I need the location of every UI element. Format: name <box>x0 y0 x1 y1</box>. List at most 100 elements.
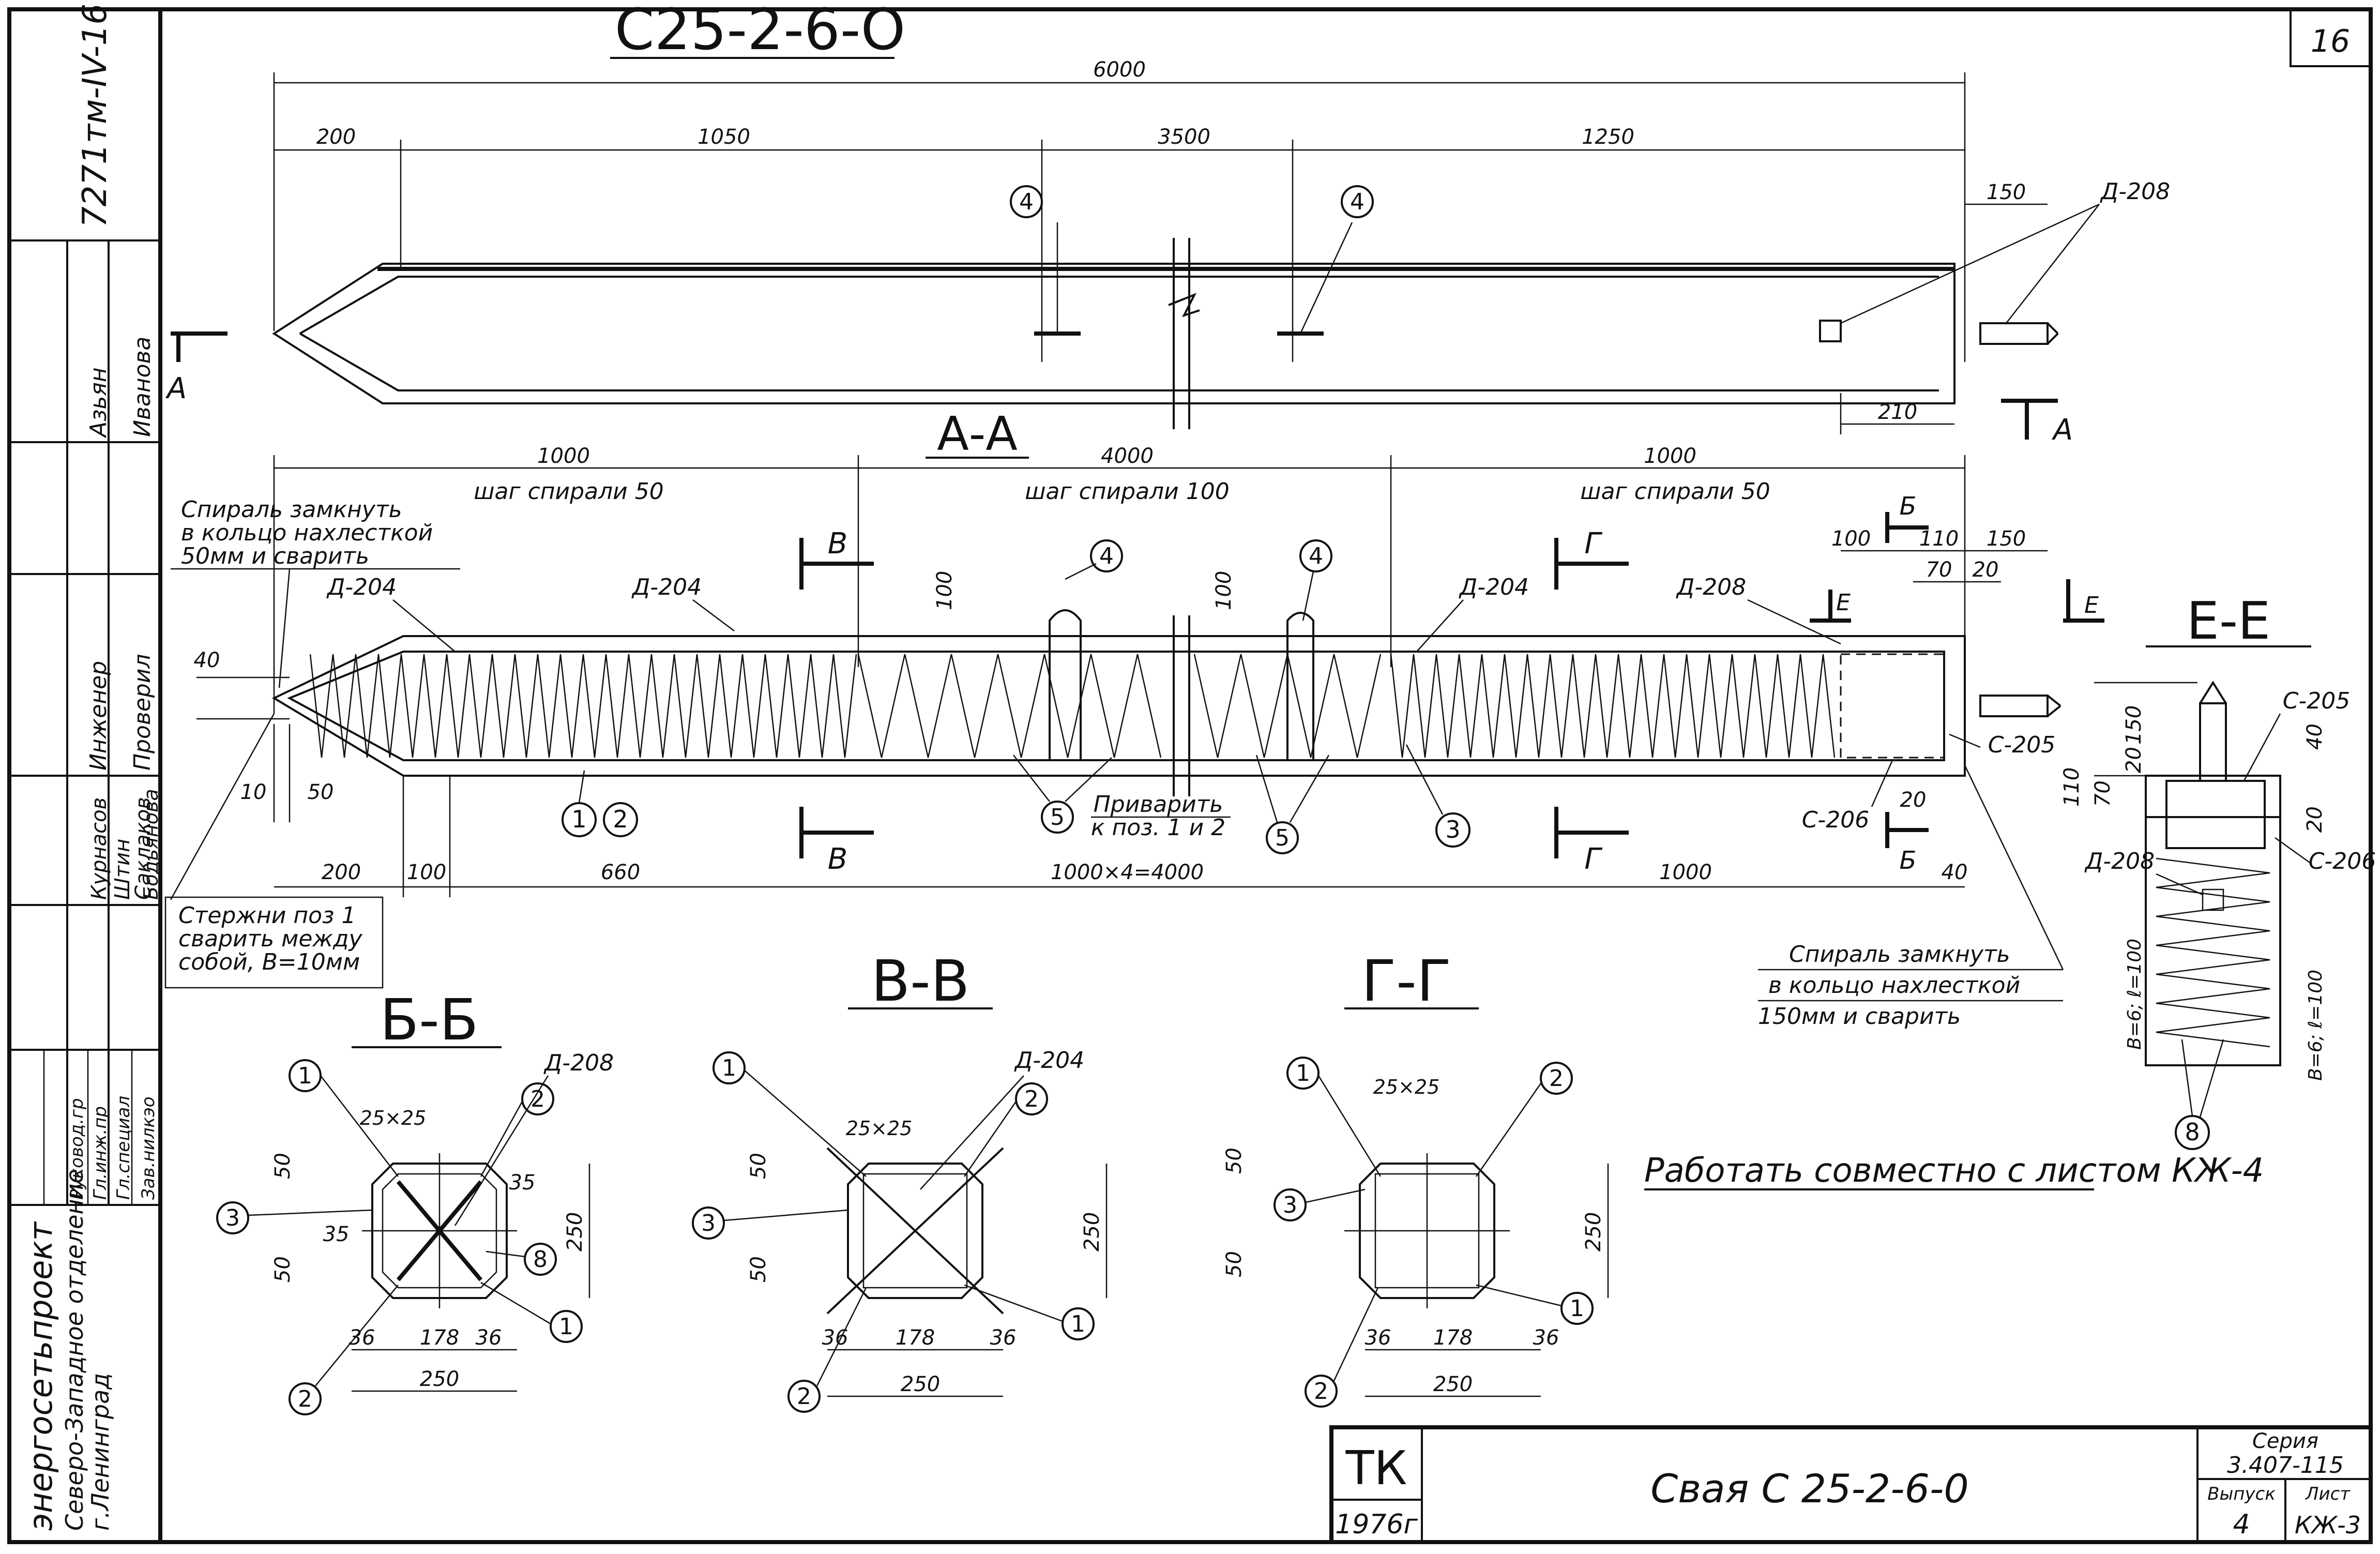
ee-c206: С-206 <box>2309 848 2376 874</box>
bb-detail: Д-208 <box>543 1050 614 1076</box>
tb-name: Свая С 25-2-6-0 <box>1650 1466 1969 1512</box>
aa-note-left-2: в кольцо нахлесткой <box>181 520 433 546</box>
ee-dim-150: 150 <box>2122 705 2146 745</box>
top-detail-d208: Д-208 <box>2100 178 2170 205</box>
spiral-reinforcement <box>309 654 1836 758</box>
vv-callout-2a: 2 <box>1024 1086 1039 1112</box>
aa-dim-70: 70 <box>1926 558 1952 582</box>
gg-rebar: 25×25 <box>1373 1076 1440 1098</box>
vv-dim-50a: 50 <box>747 1153 770 1179</box>
bb-dim-h250: 250 <box>563 1212 587 1251</box>
section-g-g: Г-Г 25×25 50 50 36 178 36 250 250 1 2 3 … <box>1222 948 1609 1408</box>
bottom-dim-210: 210 <box>1878 400 1917 424</box>
stamp-role-3: Гл.инж.пр <box>90 1106 111 1200</box>
stamp-role-6: Проверил <box>129 654 156 771</box>
stamp-name-6: Иванова <box>129 337 156 437</box>
tb-sheet-label: Лист <box>2305 1484 2351 1504</box>
org-city: г.Ленинград <box>86 1373 114 1531</box>
aa-dim-20-top: 20 <box>1973 558 1999 582</box>
gg-callout-2a: 2 <box>1549 1065 1564 1092</box>
ee-dim-70: 70 <box>2091 780 2115 807</box>
bb-callout-3: 3 <box>225 1205 240 1231</box>
seg-1250: 1250 <box>1582 125 1634 149</box>
top-callout-4a: 4 <box>1019 189 1034 215</box>
stamp-role-2: Гл.специал <box>113 1096 134 1200</box>
end-dim-150: 150 <box>1987 180 2026 204</box>
aa-d204-right: Д-204 <box>1459 574 1529 600</box>
aa-d204-left: Д-204 <box>326 574 397 600</box>
bb-callout-1b: 1 <box>559 1314 573 1340</box>
gg-callout-1a: 1 <box>1296 1060 1310 1087</box>
aa-dim-1000-right: 1000 <box>1644 444 1696 468</box>
top-callout-4b: 4 <box>1350 189 1365 215</box>
aa-dim-20-bottom: 20 <box>1900 788 1927 812</box>
ee-weld-right: В=6; ℓ=100 <box>2305 970 2326 1081</box>
org-branch: Северо-Западное отделение <box>60 1169 88 1531</box>
vv-dim-h250: 250 <box>1080 1212 1104 1251</box>
aa-mark-b-bottom: Б <box>1900 846 1917 875</box>
seg-3500: 3500 <box>1158 125 1210 149</box>
aa-note-left-3: 50мм и сварить <box>181 543 369 569</box>
aa-bottom-200: 200 <box>322 861 361 884</box>
section-bb-title: Б-Б <box>380 987 479 1053</box>
gg-dim-50b: 50 <box>1222 1251 1246 1277</box>
aa-mark-v-bottom: В <box>828 842 847 876</box>
vv-dim-178: 178 <box>896 1326 935 1350</box>
tb-sheet-value: КЖ-3 <box>2295 1511 2361 1539</box>
aa-dim-40-right: 40 <box>1942 861 1968 884</box>
stamp-name-5: Азьян <box>85 367 112 439</box>
sheet-number-box <box>2290 8 2372 67</box>
aa-note-right-2: в кольцо нахлесткой <box>1768 972 2020 999</box>
aa-dim-10: 10 <box>240 780 267 804</box>
aa-dim-50: 50 <box>308 780 334 804</box>
vv-rebar: 25×25 <box>846 1117 913 1140</box>
aa-bottom-660: 660 <box>601 861 640 884</box>
tb-series-value: 3.407-115 <box>2227 1452 2344 1478</box>
aa-note-right-1: Спираль замкнуть <box>1789 941 2010 968</box>
gg-callout-1b: 1 <box>1570 1295 1584 1322</box>
drawing-title: С25-2-6-О <box>615 0 905 63</box>
aa-bottom-100: 100 <box>407 861 446 884</box>
aa-note-right-3: 150мм и сварить <box>1758 1003 1961 1030</box>
section-vv-title: В-В <box>871 948 970 1014</box>
archive-number: 7271тм-IV-16 <box>76 4 114 228</box>
ee-dim-20: 20 <box>2122 747 2146 773</box>
vv-dim-w250: 250 <box>901 1372 940 1396</box>
bb-callout-2a: 2 <box>530 1086 545 1112</box>
bb-dim-35b: 35 <box>323 1223 350 1246</box>
aa-dim-1000-left: 1000 <box>537 444 590 468</box>
aa-d208: Д-208 <box>1676 574 1746 600</box>
stamp-role-4: Руковод.гр <box>67 1098 87 1200</box>
aa-weld-note-1: Приварить <box>1094 791 1223 818</box>
ee-d208: Д-208 <box>2084 848 2155 874</box>
joint-note: Работать совместно с листом КЖ-4 <box>1644 1152 2264 1190</box>
bb-dim-50b: 50 <box>271 1256 295 1283</box>
tb-issue-value: 4 <box>2233 1509 2250 1540</box>
aa-mark-v-top: В <box>828 527 847 561</box>
stamp-role-1: Зав.нилкэо <box>138 1096 159 1200</box>
ee-dim-20-right: 20 <box>2303 806 2327 833</box>
aa-dim-4000: 4000 <box>1101 444 1154 468</box>
aa-callout-5a: 5 <box>1050 804 1065 831</box>
org-name: энергосетьпроект <box>22 1221 59 1531</box>
gg-dim-h250: 250 <box>1582 1212 1605 1251</box>
section-mark-a-right: А <box>2052 413 2073 447</box>
aa-callout-3: 3 <box>1445 816 1460 843</box>
gg-dim-50a: 50 <box>1222 1148 1246 1174</box>
aa-small-100-b: 100 <box>1212 571 1236 610</box>
aa-dim-100-e: 100 <box>1831 527 1871 551</box>
aa-mark-e-left: Е <box>1836 590 1851 616</box>
ee-spiral <box>2156 857 2270 1048</box>
bb-rebar: 25×25 <box>360 1107 427 1129</box>
aa-note-bars-1: Стержни поз 1 <box>178 902 356 929</box>
aa-c206: С-206 <box>1802 807 1870 833</box>
overall-length: 6000 <box>1093 58 1146 82</box>
ee-c205: С-205 <box>2283 688 2351 714</box>
vv-dim-36b: 36 <box>990 1326 1017 1350</box>
ee-weld-left: В=6; ℓ=100 <box>2124 939 2145 1050</box>
aa-mark-b-top: Б <box>1900 492 1917 521</box>
gg-callout-3: 3 <box>1283 1192 1297 1218</box>
spiral-segment <box>1390 654 1836 758</box>
section-mark-a-left: А <box>165 372 187 405</box>
